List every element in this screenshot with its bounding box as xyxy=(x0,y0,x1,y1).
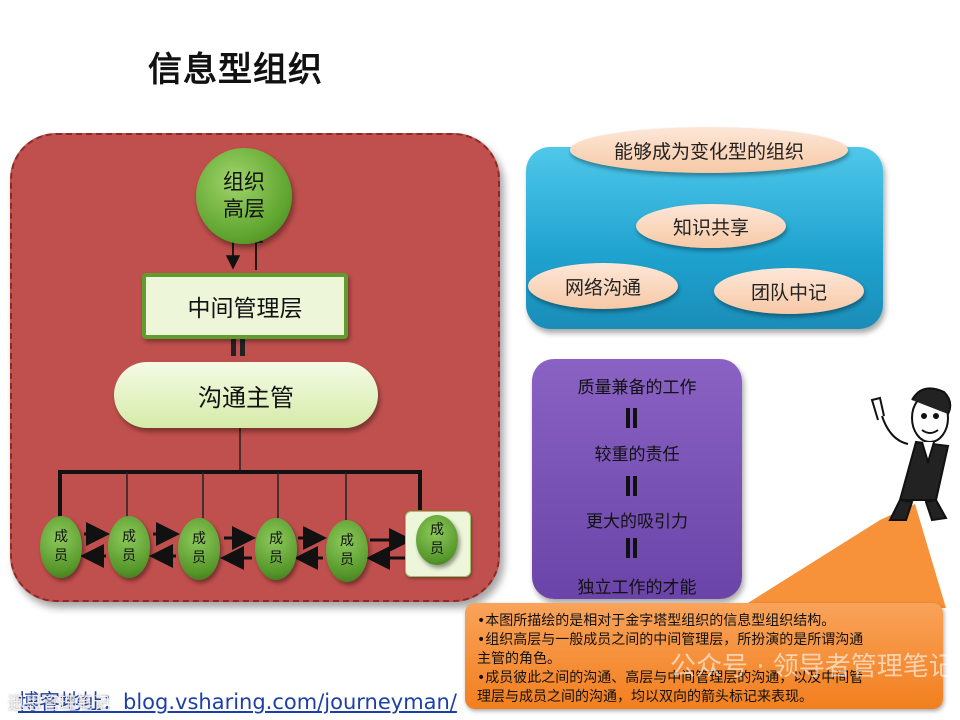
member-bus xyxy=(58,470,422,524)
watermark-small: 迅思管理笔记 xyxy=(8,694,110,714)
member-node: 成 员 xyxy=(255,518,297,580)
blue-panel-header: 能够成为变化型的组织 xyxy=(570,127,848,173)
member-node: 成 员 xyxy=(416,515,458,565)
benefit-item: 更大的吸引力 xyxy=(586,512,688,532)
benefit-item: 独立工作的才能 xyxy=(577,578,697,598)
note-line: •本图所描绘的是相对于金字塔型组织的信息型组织结构。 xyxy=(477,613,836,629)
communication-manager-node: 沟通主管 xyxy=(114,362,378,428)
thinking-man-icon xyxy=(870,387,952,522)
explanation-note xyxy=(465,603,943,709)
benefit-item: 较重的责任 xyxy=(594,445,680,465)
double-line-divider xyxy=(626,408,637,428)
note-line: 理层与成员之间的沟通，均以双向的箭头标记来表现。 xyxy=(477,689,813,705)
middle-management-node: 中间管理层 xyxy=(142,273,348,339)
watermark: 公众号 · 领导者管理笔记 xyxy=(670,652,955,682)
note-line: •组织高层与一般成员之间的中间管理层，所扮演的是所谓沟通 xyxy=(477,632,864,648)
network-communication-bubble: 网络沟通 xyxy=(528,263,678,309)
knowledge-sharing-bubble: 知识共享 xyxy=(636,204,786,248)
callout-tail xyxy=(740,504,946,608)
benefit-item: 质量兼备的工作 xyxy=(577,378,697,398)
double-line-right xyxy=(240,336,245,356)
double-line-divider xyxy=(626,476,637,496)
double-line-divider xyxy=(626,538,637,558)
member-node: 成 员 xyxy=(108,516,150,578)
note-line: 主管的角色。 xyxy=(477,651,561,667)
top-management-node: 组织 高层 xyxy=(196,148,292,244)
note-line: •成员彼此之间的沟通、高层与中间管理层的沟通，以及中间管 xyxy=(477,670,864,686)
member-node: 成 员 xyxy=(326,520,368,582)
blog-link[interactable]: 博客地址：blog.vsharing.com/journeyman/ xyxy=(18,690,457,714)
double-line-left xyxy=(231,336,236,356)
page-title: 信息型组织 xyxy=(148,50,323,90)
member-node: 成 员 xyxy=(178,518,220,580)
cartoon-illustration xyxy=(740,387,952,608)
member-node: 成 员 xyxy=(40,516,82,578)
team-centered-bubble: 团队中记 xyxy=(714,268,864,314)
